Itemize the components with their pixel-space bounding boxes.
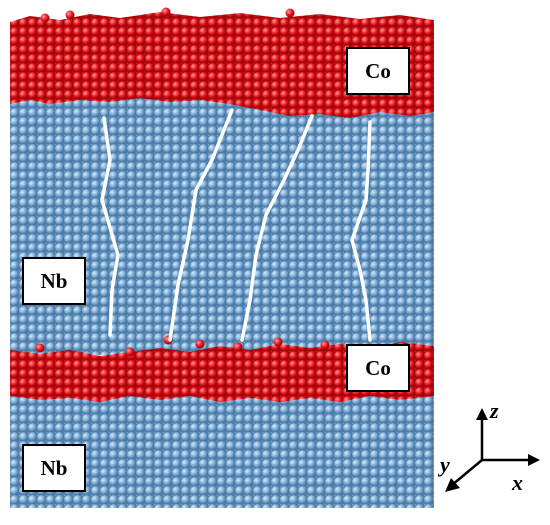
co-atom xyxy=(273,337,283,347)
co-atom xyxy=(195,339,205,349)
co-atom xyxy=(65,10,75,20)
grain-boundaries xyxy=(100,108,372,342)
grain-boundary-line xyxy=(350,120,372,342)
x-axis-arrowhead xyxy=(528,454,540,466)
co-layer-middle xyxy=(10,342,434,402)
co-atom xyxy=(161,7,171,17)
co-atom xyxy=(125,347,135,357)
grain-boundary-line xyxy=(240,114,314,342)
z-axis-label: z xyxy=(490,398,499,423)
grain-boundary-line xyxy=(100,116,120,337)
y-axis-label: y xyxy=(440,452,450,477)
axis-triad xyxy=(445,408,540,492)
z-axis-arrowhead xyxy=(476,408,488,420)
grain-boundary-line xyxy=(168,108,234,342)
x-axis-label: x xyxy=(512,470,523,495)
co-layer-top xyxy=(10,12,434,118)
co-atom xyxy=(233,342,243,352)
co-atom xyxy=(40,13,50,23)
label-co-middle: Co xyxy=(346,344,410,392)
co-atom xyxy=(320,340,330,350)
co-atom xyxy=(35,343,45,353)
label-co-top: Co xyxy=(346,47,410,95)
co-atom xyxy=(285,8,295,18)
label-nb-middle: Nb xyxy=(22,257,86,305)
y-axis-arrowhead xyxy=(445,478,460,492)
y-axis-arrow xyxy=(451,459,483,486)
label-nb-bottom: Nb xyxy=(22,444,86,492)
